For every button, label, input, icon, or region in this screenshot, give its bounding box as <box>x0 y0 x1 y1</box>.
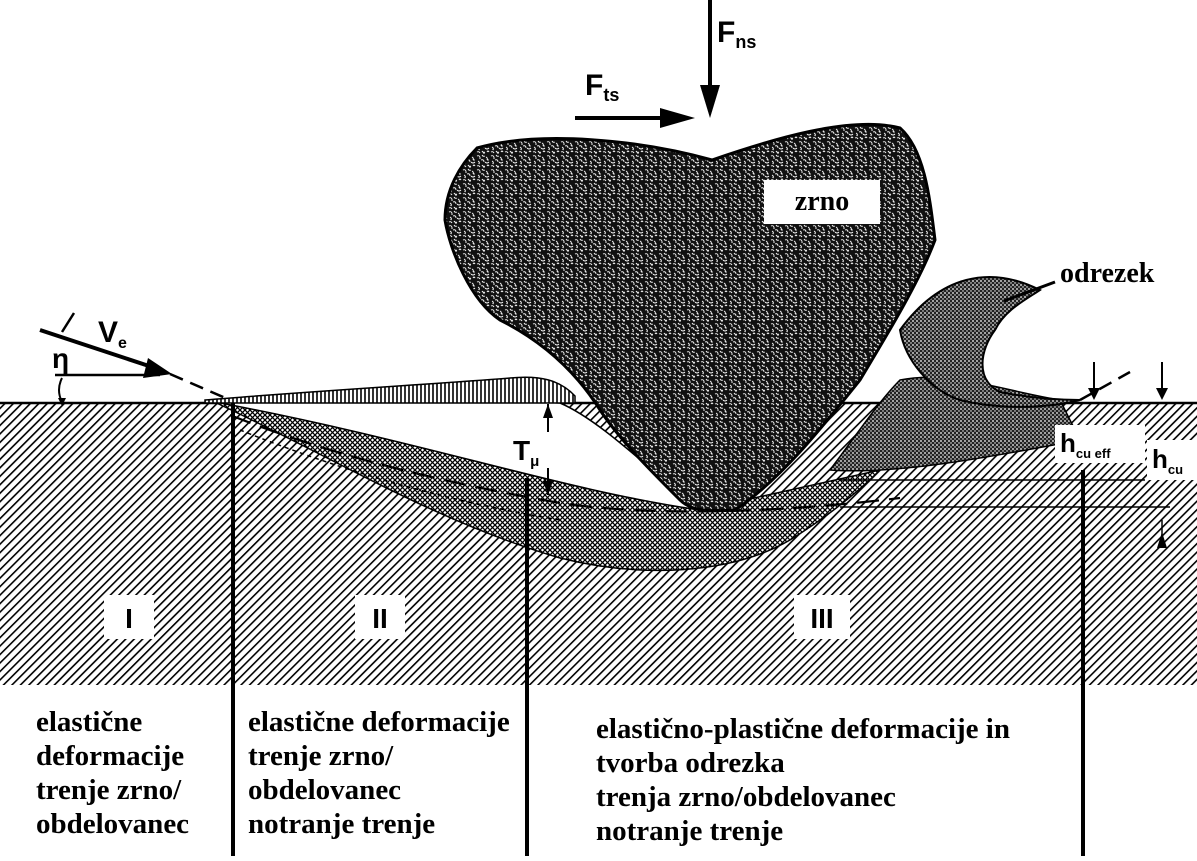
velocity-tick <box>62 313 74 332</box>
zone-description-2: elastične deformacije trenje zrno/ obdel… <box>248 705 510 841</box>
tangential-force-label: Fts <box>585 69 619 105</box>
normal-force-arrowhead <box>700 85 720 118</box>
angle-label: η <box>52 343 69 374</box>
elastic-bulge <box>205 377 575 403</box>
zone-marker-2: II <box>372 603 388 634</box>
tangential-force-arrowhead <box>660 108 695 128</box>
zone-description-3: elastično-plastične deformacije in tvorb… <box>596 712 1010 848</box>
cut-depth-arrowhead <box>1156 388 1168 400</box>
zone-marker-3: III <box>810 603 833 634</box>
chip-label: odrezek <box>1060 258 1155 289</box>
normal-force-label: Fns <box>717 16 756 52</box>
velocity-label: Ve <box>98 316 127 352</box>
grain-label: zrno <box>795 186 849 217</box>
zone-description-1: elastične deformacije trenje zrno/ obdel… <box>36 705 189 841</box>
velocity-dashed-extension <box>170 374 230 400</box>
cut-depth-dashed-line <box>1080 372 1130 400</box>
zone-marker-1: I <box>125 603 133 634</box>
